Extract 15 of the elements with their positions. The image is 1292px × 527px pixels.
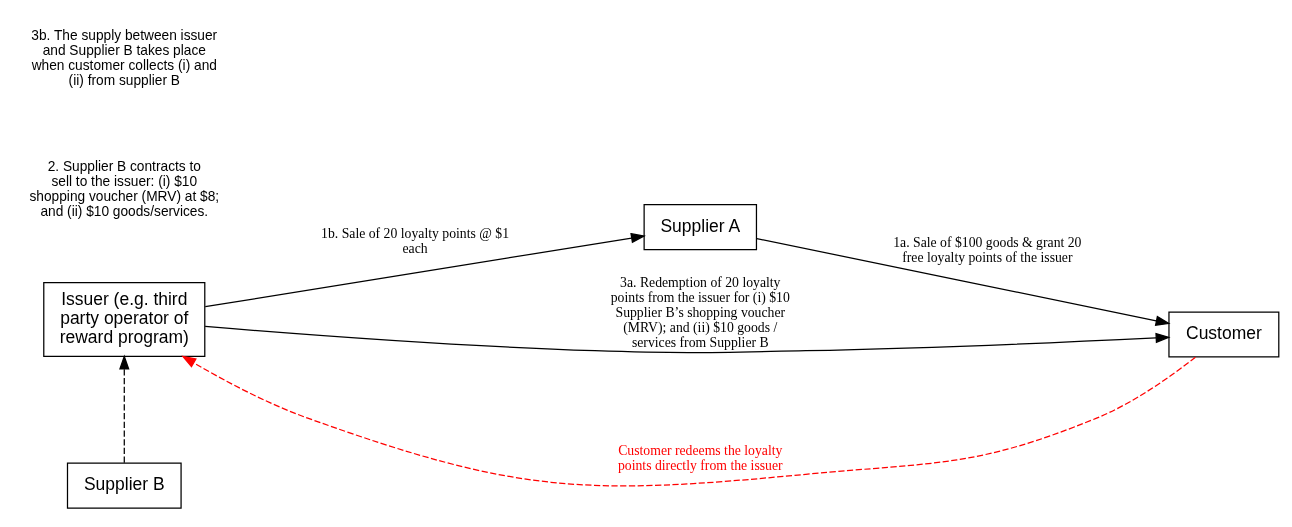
node-box: Supplier A [643, 203, 758, 250]
edge-label: 1a. Sale of $100 goods & grant 20 free loyalty points of the issuer [893, 234, 1082, 265]
arrow [204, 232, 646, 307]
node-box: Issuer (e.g. third party operator of reward program) [43, 281, 206, 357]
label: 2. Supplier B contracts to sell to the issuer: (i) $10 shopping voucher (MRV) at $8; and (ii) $10 goods/services. [29, 158, 220, 219]
edge-label: 3a. Redemption of 20 loyalty points from the issuer for (i) $10 Supplier B’s shopping voucher (MRV); and (ii) $10 goods / services from Supplier B [610, 274, 790, 350]
edge-label: Customer redeems the loyalty points directly from the issuer [618, 442, 783, 473]
arrow [756, 237, 1171, 326]
node-box: Supplier B [66, 461, 182, 509]
arrow [204, 325, 1171, 353]
label: 3b. The supply between issuer and Supplier B takes place when customer collects (i) and (ii) from supplier B [31, 27, 218, 88]
arrow [181, 355, 1197, 487]
arrow [119, 354, 130, 463]
node-box: Customer [1168, 310, 1280, 358]
edge-label: 1b. Sale of 20 loyalty points @ $1 each [321, 225, 510, 256]
